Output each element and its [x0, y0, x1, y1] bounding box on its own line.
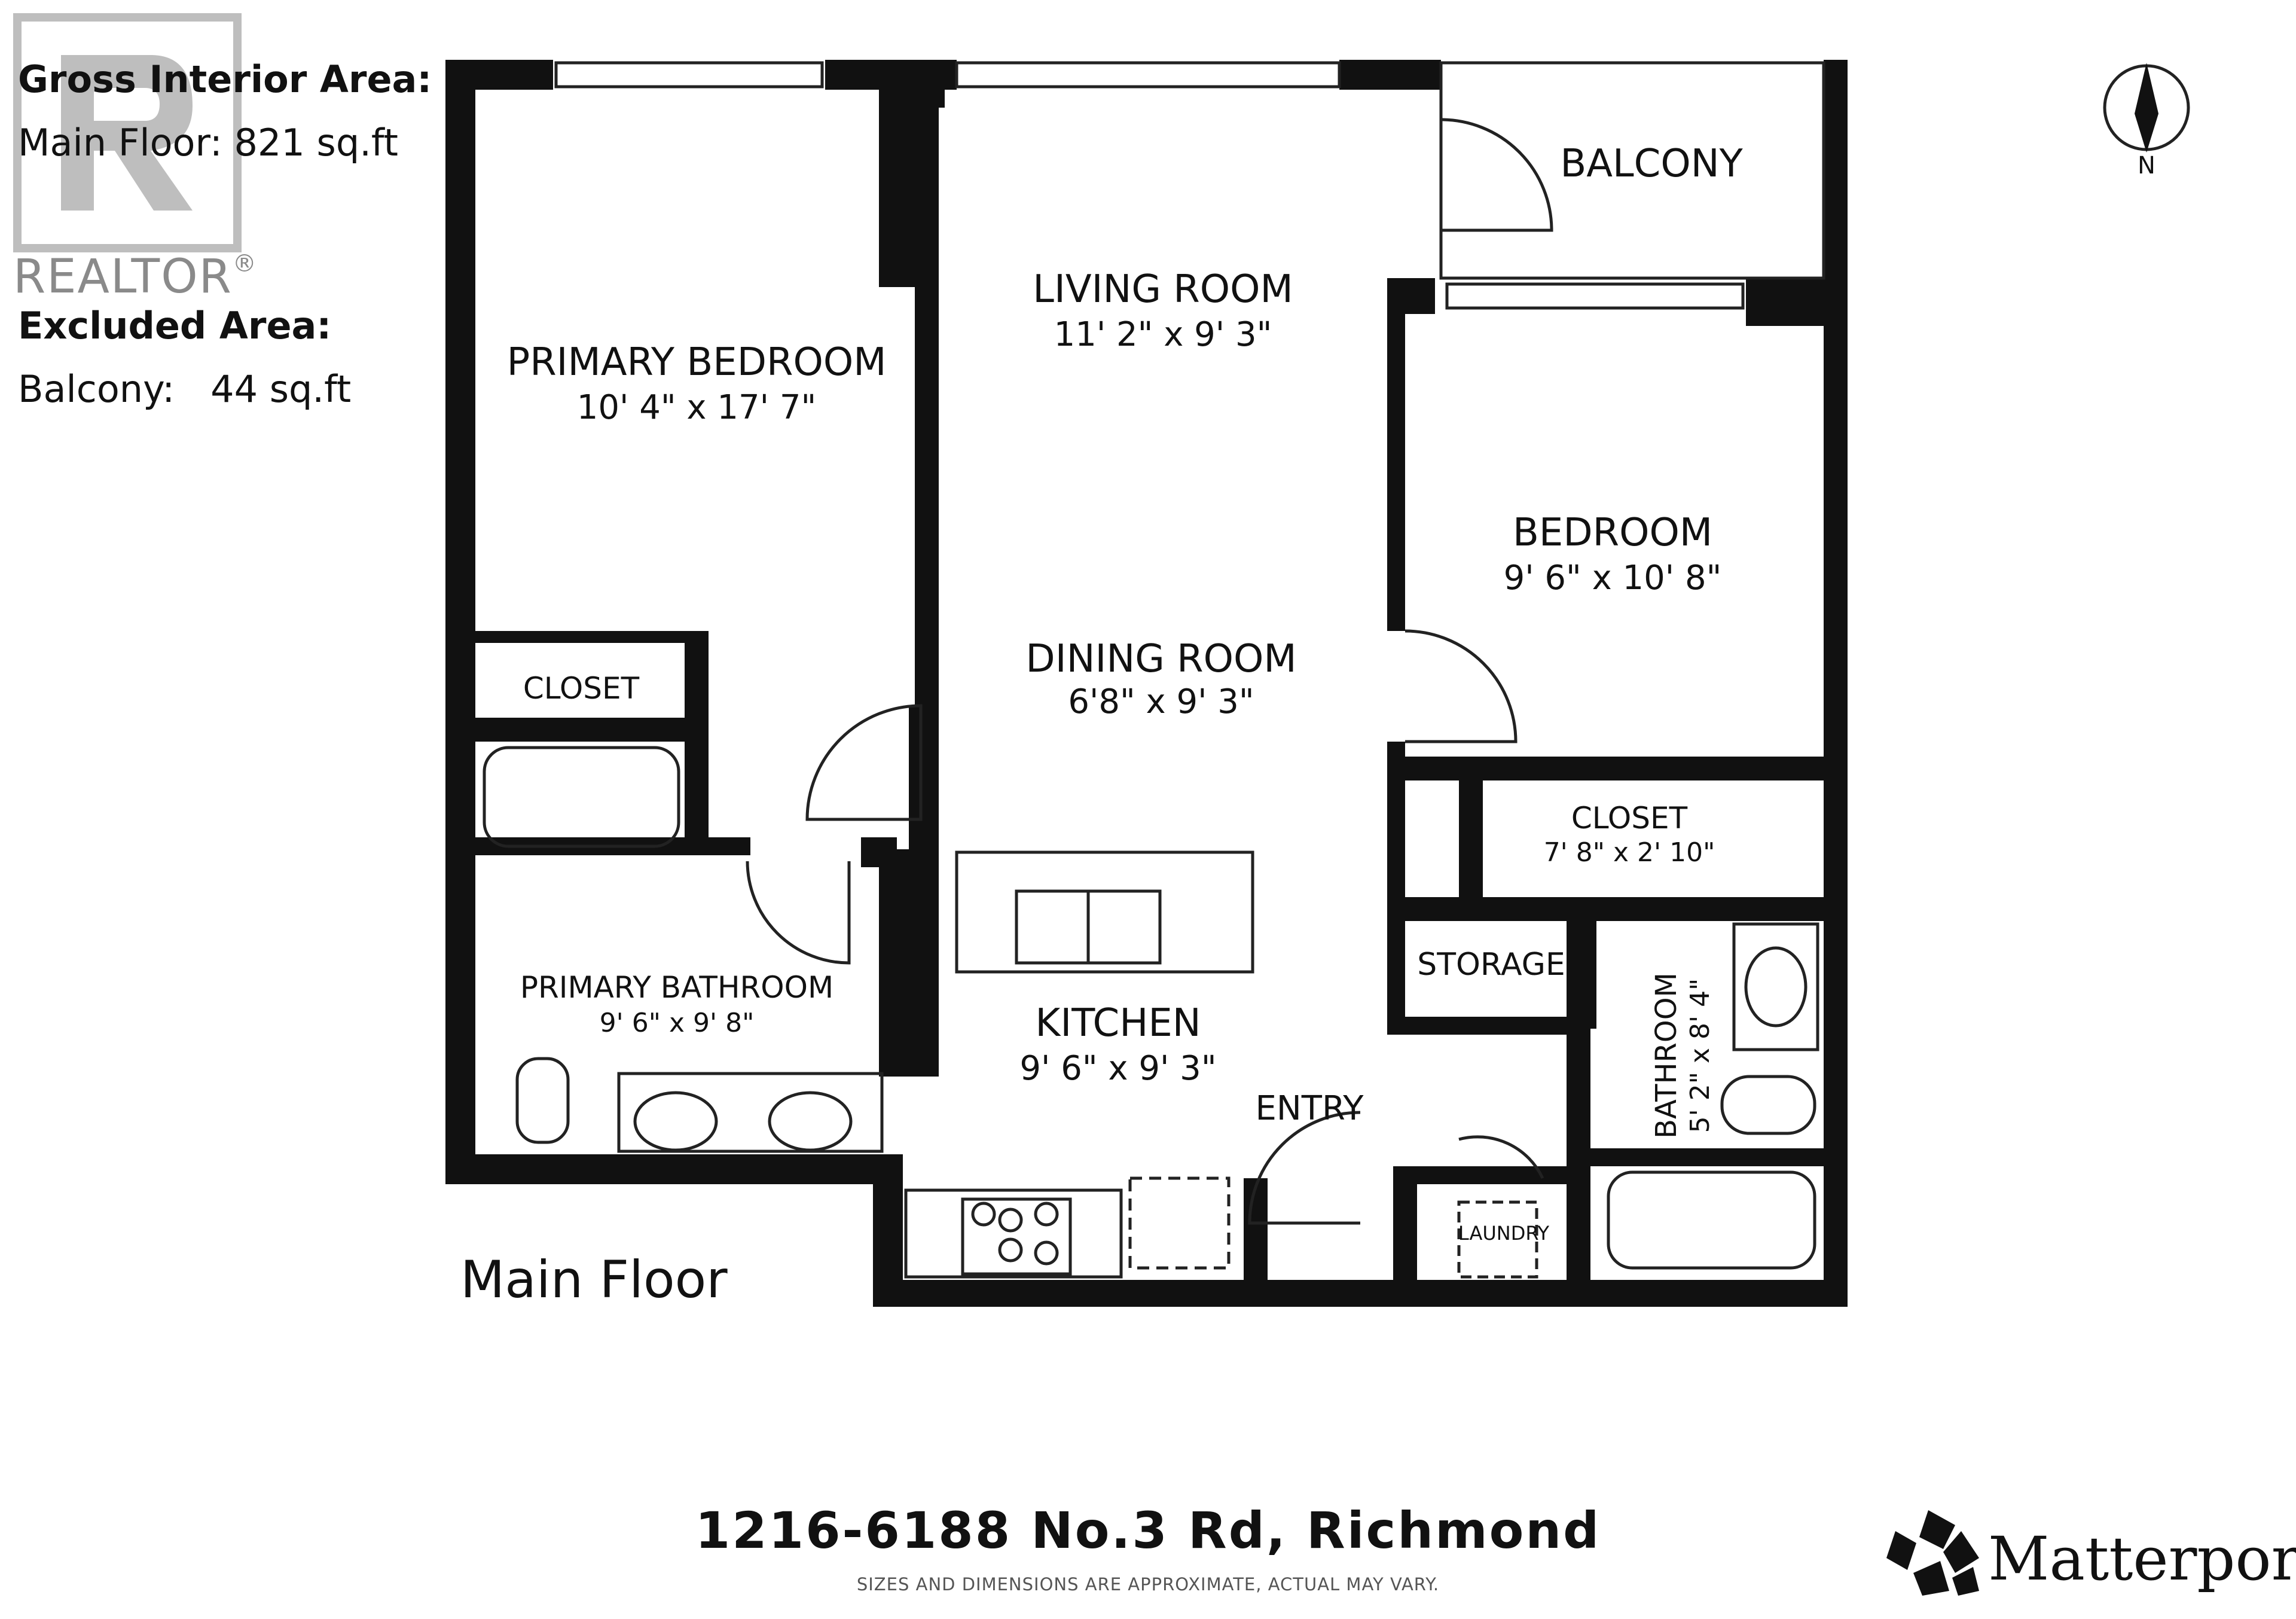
bedroom-label: BEDROOM — [1513, 511, 1712, 555]
living-room-dims: 11' 2" x 9' 3" — [1054, 315, 1272, 354]
gross-area-title: Gross Interior Area: — [18, 57, 432, 101]
laundry-label: LAUNDRY — [1458, 1222, 1550, 1245]
kitchen-label: KITCHEN — [1035, 1001, 1201, 1045]
realtor-logo-icon — [13, 13, 242, 252]
matterport-wordmark: Matterport® — [1988, 1524, 2296, 1594]
dining-room-label: DINING ROOM — [1025, 637, 1296, 681]
balcony-area: Balcony:44 sq.ft — [18, 367, 352, 411]
dining-room-dims: 6'8" x 9' 3" — [1068, 682, 1254, 721]
primary-bathroom-label: PRIMARY BATHROOM — [520, 970, 833, 1005]
entry-label: ENTRY — [1255, 1089, 1364, 1128]
balcony-label: BALCONY — [1560, 142, 1743, 186]
disclaimer: SIZES AND DIMENSIONS ARE APPROXIMATE, AC… — [856, 1574, 1440, 1594]
matterport-logo-icon — [1886, 1510, 1979, 1596]
kitchen-dims: 9' 6" x 9' 3" — [1019, 1049, 1216, 1088]
excluded-area-title: Excluded Area: — [18, 304, 332, 347]
bedroom-closet-label: CLOSET — [1571, 801, 1688, 836]
room-labels: BALCONY LIVING ROOM 11' 2" x 9' 3" PRIMA… — [507, 142, 2155, 1245]
realtor-wordmark: REALTOR® — [13, 250, 258, 304]
area-info: Gross Interior Area: Main Floor: 821 sq.… — [18, 48, 432, 421]
property-address: 1216-6188 No.3 Rd, Richmond — [695, 1501, 1601, 1560]
floor-label: Main Floor — [460, 1250, 728, 1310]
bathroom-label: BATHROOM — [1650, 972, 1683, 1139]
bedroom-closet-dims: 7' 8" x 2' 10" — [1544, 837, 1715, 868]
storage-label: STORAGE — [1417, 947, 1565, 983]
closet-label: CLOSET — [523, 671, 640, 706]
primary-bathroom-dims: 9' 6" x 9' 8" — [600, 1008, 755, 1038]
fixtures — [483, 61, 1825, 1279]
living-room-label: LIVING ROOM — [1033, 267, 1293, 312]
compass-icon — [2103, 63, 2190, 153]
compass-label: N — [2138, 152, 2155, 179]
bathroom-dims: 5' 2" x 8' 4" — [1685, 978, 1715, 1133]
primary-bedroom-dims: 10' 4" x 17' 7" — [577, 388, 816, 427]
bedroom-dims: 9' 6" x 10' 8" — [1504, 559, 1722, 597]
walls — [445, 60, 1848, 1307]
primary-bedroom-label: PRIMARY BEDROOM — [507, 340, 887, 385]
main-floor-area: Main Floor: 821 sq.ft — [18, 121, 398, 164]
